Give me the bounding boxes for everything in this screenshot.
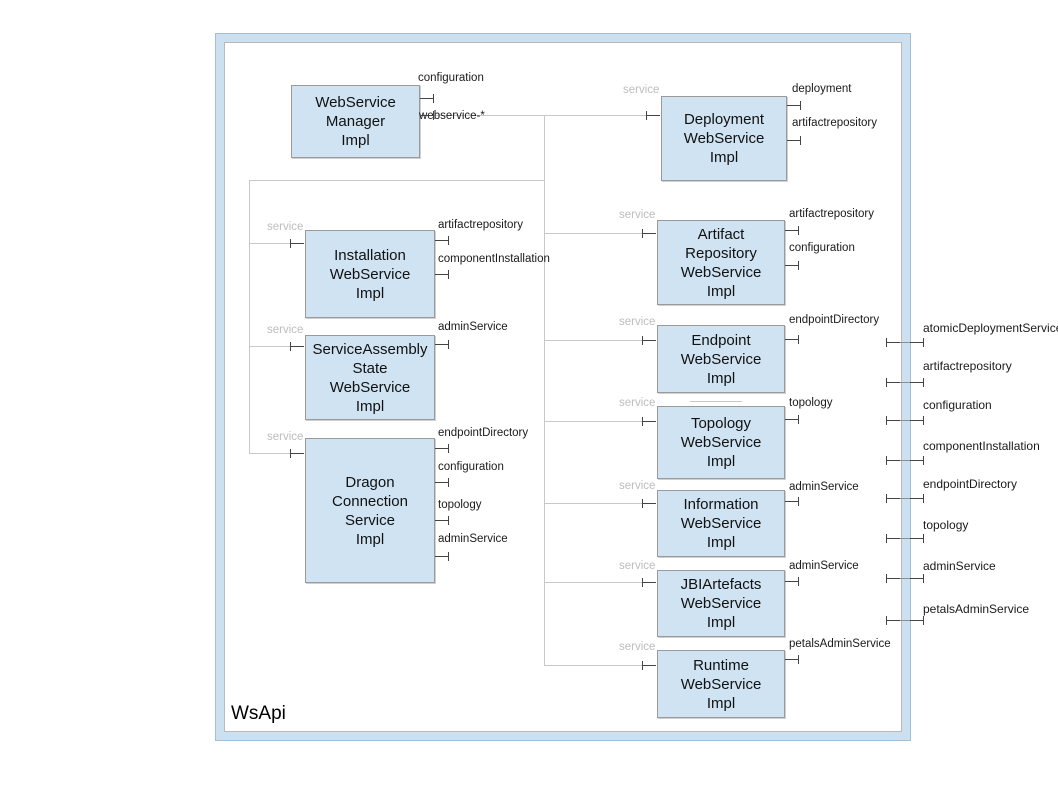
ext-port-label-atomicdeploymentservice: atomicDeploymentService <box>923 321 1058 335</box>
in-port-label-service-serviceassembly: service <box>267 324 304 336</box>
component-dragon-connection-service-impl[interactable]: Dragon Connection Service Impl <box>305 438 435 583</box>
wire-left-bus-vertical <box>249 180 250 454</box>
port-label-artifactrepository-artifact: artifactrepository <box>789 208 875 220</box>
component-jbiartefacts-webservice-impl[interactable]: JBIArtefacts WebService Impl <box>657 570 785 637</box>
ext-port-label-endpointdirectory: endpointDirectory <box>923 477 1018 491</box>
component-topology-webservice-impl[interactable]: Topology WebService Impl <box>657 406 785 479</box>
wire-branch-runtime <box>544 665 648 666</box>
composite-title: WsApi <box>231 703 286 724</box>
in-port-label-service-runtime: service <box>619 641 656 653</box>
port-label-artifactrepository-deployment: artifactrepository <box>792 117 878 129</box>
component-endpoint-webservice-impl[interactable]: Endpoint WebService Impl <box>657 325 785 393</box>
port-label-artifactrepository-installation: artifactrepository <box>438 219 524 231</box>
wire-branch-endpoint <box>544 340 648 341</box>
in-port-label-service-deployment: service <box>623 84 660 96</box>
ext-port-label-componentinstallation: componentInstallation <box>923 439 1040 453</box>
ext-port-label-configuration: configuration <box>923 398 992 412</box>
port-label-adminservice-information: adminService <box>789 481 859 493</box>
wire-webservice-star-out <box>434 115 545 116</box>
in-port-label-service-dragon: service <box>267 431 304 443</box>
port-label-configuration-artifact: configuration <box>789 242 855 254</box>
component-label: Deployment WebService Impl <box>683 111 765 166</box>
component-label: Dragon Connection Service Impl <box>332 473 408 548</box>
wire-left-branch-serviceassembly <box>249 346 297 347</box>
port-label-adminservice-serviceassembly: adminService <box>438 321 508 333</box>
component-label: Artifact Repository WebService Impl <box>680 225 762 300</box>
component-label: Endpoint WebService Impl <box>680 331 762 387</box>
ext-port-label-petalsadminservice: petalsAdminService <box>923 602 1030 616</box>
port-label-adminservice-dragon: adminService <box>438 533 508 545</box>
port-label-endpointdirectory-endpoint: endpointDirectory <box>789 314 880 326</box>
wire-center-bus-vertical <box>544 115 545 666</box>
wire-branch-information <box>544 503 648 504</box>
component-label: Topology WebService Impl <box>680 415 762 470</box>
in-port-label-service-artifact-repository: service <box>619 209 656 221</box>
port-label-adminservice-jbiartefacts: adminService <box>789 560 859 572</box>
in-port-label-service-information: service <box>619 480 656 492</box>
port-label-webservice-star: webservice-* <box>419 110 485 122</box>
in-port-label-service-endpoint: service <box>619 316 656 328</box>
port-label-petalsadminservice-runtime: petalsAdminService <box>789 638 891 650</box>
wire-branch-topology <box>544 421 648 422</box>
component-deployment-webservice-impl[interactable]: Deployment WebService Impl <box>661 96 787 181</box>
wire-branch-deployment <box>544 115 652 116</box>
port-label-topology-dragon: topology <box>438 499 482 511</box>
ext-port-label-topology: topology <box>923 518 969 532</box>
port-label-configuration-dragon: configuration <box>438 461 504 473</box>
port-label-topology-topology: topology <box>789 397 833 409</box>
component-artifact-repository-webservice-impl[interactable]: Artifact Repository WebService Impl <box>657 220 785 305</box>
port-label-componentinstallation: componentInstallation <box>438 253 550 265</box>
wire-left-branch-installation <box>249 243 297 244</box>
component-label: Installation WebService Impl <box>329 246 411 302</box>
component-installation-webservice-impl[interactable]: Installation WebService Impl <box>305 230 435 318</box>
in-port-label-service-topology: service <box>619 397 656 409</box>
in-port-label-service-jbiartefacts: service <box>619 560 656 572</box>
port-label-endpointdirectory-dragon: endpointDirectory <box>438 427 529 439</box>
ext-port-label-artifactrepository: artifactrepository <box>923 359 1012 373</box>
component-information-webservice-impl[interactable]: Information WebService Impl <box>657 490 785 557</box>
component-runtime-webservice-impl[interactable]: Runtime WebService Impl <box>657 650 785 718</box>
in-port-label-service-installation: service <box>267 221 304 233</box>
ext-port-label-adminservice: adminService <box>923 559 996 573</box>
wire-left-branch-dragon <box>249 453 297 454</box>
component-label: ServiceAssembly State WebService Impl <box>312 340 428 415</box>
wire-branch-jbiartefacts <box>544 582 648 583</box>
component-label: Information WebService Impl <box>680 496 762 551</box>
port-label-configuration: configuration <box>418 72 484 84</box>
component-label: Runtime WebService Impl <box>680 656 762 712</box>
port-label-deployment: deployment <box>792 83 852 95</box>
wire-left-bus-top <box>249 180 545 181</box>
wire-separator-topology <box>690 401 742 402</box>
component-webservice-manager-impl[interactable]: WebService Manager Impl <box>291 85 420 158</box>
component-label: WebService Manager Impl <box>315 94 396 149</box>
component-serviceassembly-state-webservice-impl[interactable]: ServiceAssembly State WebService Impl <box>305 335 435 420</box>
component-label: JBIArtefacts WebService Impl <box>680 576 762 631</box>
wire-branch-artifact-repository <box>544 233 648 234</box>
